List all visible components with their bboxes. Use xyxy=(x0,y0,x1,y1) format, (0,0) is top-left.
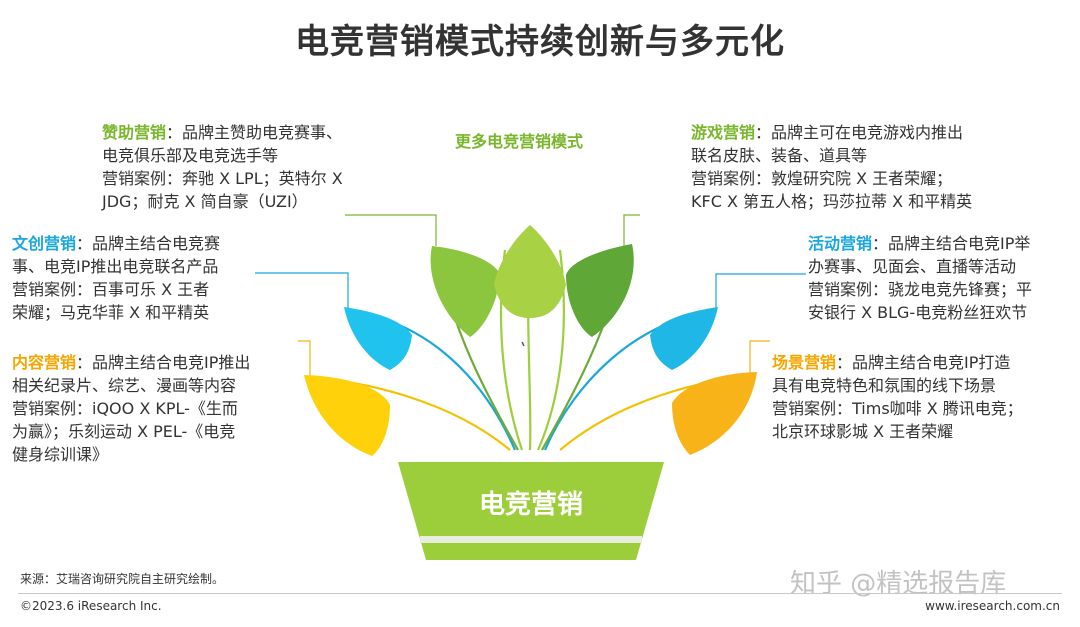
note-line: 营销案例：敦煌研究院 X 王者荣耀； xyxy=(691,169,953,188)
note-game-head: 游戏营销 xyxy=(691,123,756,142)
note-sponsor: 赞助营销：品牌主赞助电竞赛事、 电竞俱乐部及电竞选手等 营销案例：奔驰 X LP… xyxy=(102,121,343,213)
connector-game xyxy=(623,214,640,246)
note-line: 营销案例：Tims咖啡 X 腾讯电竞； xyxy=(772,399,1023,418)
note-line: 安银行 X BLG-电竞粉丝狂欢节 xyxy=(808,303,1028,322)
pot-body xyxy=(398,462,664,560)
note-line: ：品牌主结合电竞赛 xyxy=(76,234,221,253)
stem-tick xyxy=(521,341,525,347)
note-line: 事、电竞IP推出电竞联名产品 xyxy=(12,257,219,276)
note-line: 营销案例：奔驰 X LPL；英特尔 X xyxy=(102,169,343,188)
connectors xyxy=(255,214,806,378)
pot-stripe xyxy=(420,536,642,543)
note-sponsor-head: 赞助营销 xyxy=(102,123,167,142)
center-label: 电竞营销 xyxy=(478,490,583,520)
note-line: JDG；耐克 X 简自豪（UZI） xyxy=(102,192,308,211)
note-line: 相关纪录片、综艺、漫画等内容 xyxy=(12,376,237,395)
petal-cyan-left xyxy=(344,307,412,370)
petal-orange-right xyxy=(672,372,757,455)
pot xyxy=(398,462,664,560)
note-line: ：品牌主结合电竞IP打造 xyxy=(836,353,1011,372)
note-ip: 文创营销：品牌主结合电竞赛 事、电竞IP推出电竞联名产品 营销案例：百事可乐 X… xyxy=(12,232,220,324)
note-event-head: 活动营销 xyxy=(808,234,873,253)
source-note: 来源：艾瑞咨询研究院自主研究绘制。 xyxy=(20,572,225,586)
note-line: ：品牌主赞助电竞赛事、 xyxy=(166,123,343,142)
note-content-head: 内容营销 xyxy=(12,353,77,372)
note-line: 荣耀；马克华菲 X 和平精英 xyxy=(12,303,210,322)
watermark: 知乎 @精选报告库 xyxy=(790,569,1007,599)
note-line: KFC X 第五人格；玛莎拉蒂 X 和平精英 xyxy=(691,192,973,211)
copyright: ©2023.6 iResearch Inc. xyxy=(20,599,162,613)
note-line: 电竞俱乐部及电竞选手等 xyxy=(102,146,279,165)
connector-event xyxy=(715,273,806,308)
website-link[interactable]: www.iresearch.com.cn xyxy=(925,599,1060,613)
note-line: ：品牌主结合电竞IP举 xyxy=(872,234,1031,253)
note-line: 营销案例：iQOO X KPL-《生而 xyxy=(12,399,238,418)
note-line: 营销案例：百事可乐 X 王者 xyxy=(12,280,210,299)
connector-scene xyxy=(749,340,770,378)
note-scene-head: 场景营销 xyxy=(772,353,837,372)
more-modes-label: 更多电竞营销模式 xyxy=(455,132,584,151)
connector-sponsor xyxy=(345,214,437,246)
note-line: 办赛事、见面会、直播等活动 xyxy=(808,257,1017,276)
petal-green-left xyxy=(430,246,500,337)
petal-green-center xyxy=(494,225,566,318)
footer-divider xyxy=(18,593,1062,594)
note-line: ：品牌主可在电竞游戏内推出 xyxy=(755,123,964,142)
page-title: 电竞营销模式持续创新与多元化 xyxy=(295,22,785,62)
connector-ip xyxy=(255,272,349,308)
note-ip-head: 文创营销 xyxy=(12,234,77,253)
petals xyxy=(304,225,757,456)
note-line: ：品牌主结合电竞IP推出 xyxy=(76,353,251,372)
note-scene: 场景营销：品牌主结合电竞IP打造 具有电竞特色和氛围的线下场景 营销案例：Tim… xyxy=(772,351,1023,443)
note-game: 游戏营销：品牌主可在电竞游戏内推出 联名皮肤、装备、道具等 营销案例：敦煌研究院… xyxy=(691,121,972,213)
petal-cyan-right xyxy=(650,307,718,370)
note-line: 营销案例：骁龙电竞先锋赛；平 xyxy=(808,280,1033,299)
note-line: 健身综训课》 xyxy=(12,445,109,464)
note-line: 联名皮肤、装备、道具等 xyxy=(691,146,868,165)
note-line: 具有电竞特色和氛围的线下场景 xyxy=(772,376,997,395)
note-line: 北京环球影城 X 王者荣耀 xyxy=(772,422,954,441)
petal-yellow-left xyxy=(304,375,390,456)
petal-green-right xyxy=(566,244,634,337)
note-line: 为赢》；乐刻运动 X PEL-《电竞 xyxy=(12,422,236,441)
note-event: 活动营销：品牌主结合电竞IP举 办赛事、见面会、直播等活动 营销案例：骁龙电竞先… xyxy=(808,232,1032,324)
connector-content xyxy=(298,340,311,378)
note-content: 内容营销：品牌主结合电竞IP推出 相关纪录片、综艺、漫画等内容 营销案例：iQO… xyxy=(12,351,250,466)
